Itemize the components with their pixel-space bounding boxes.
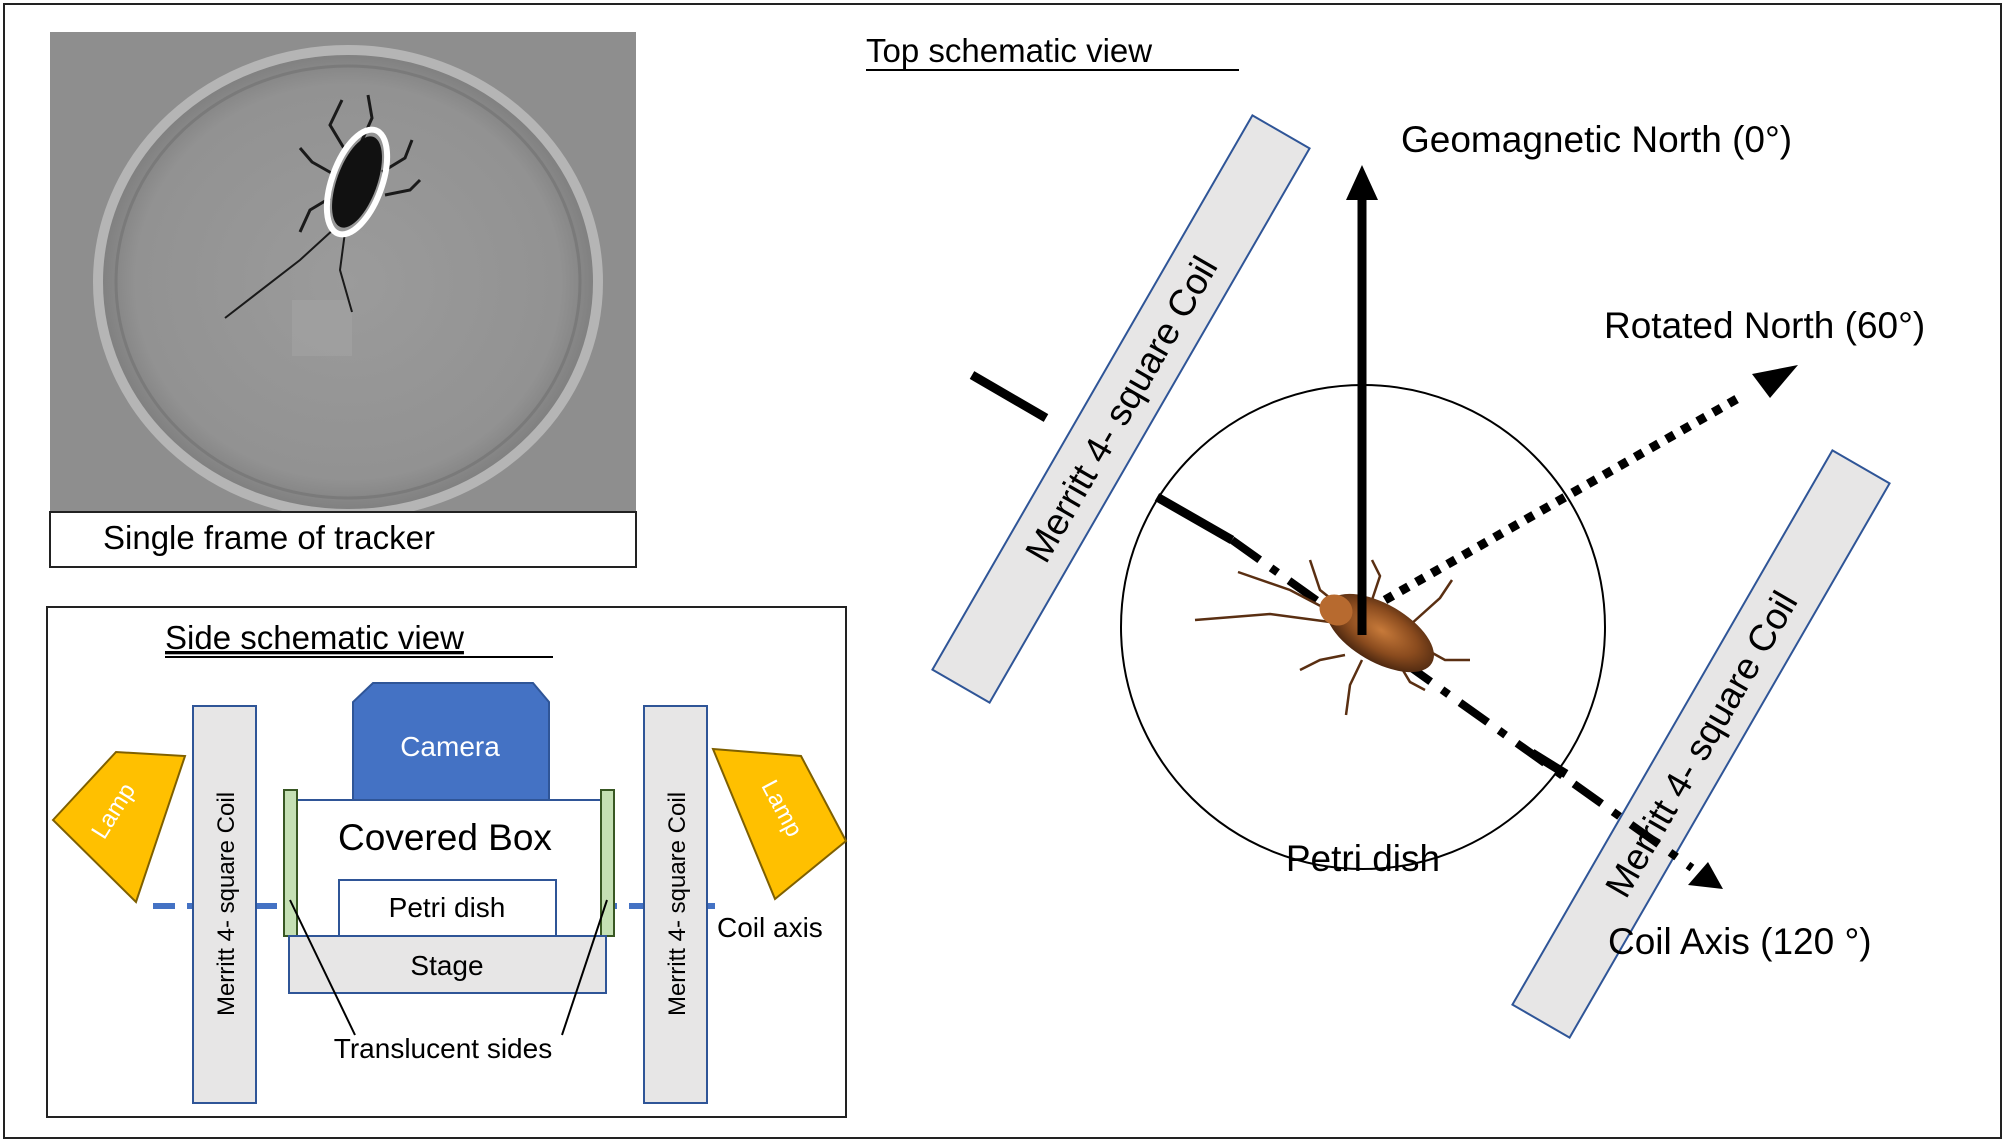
coil-axis-label: Coil Axis (120 °)	[1608, 921, 1872, 962]
side-coil-left-label: Merritt 4- square Coil	[213, 792, 240, 1016]
translucent-side-right	[600, 789, 615, 937]
cockroach-head	[1319, 594, 1353, 626]
petri-dish-photo-inner-rim	[114, 64, 582, 500]
tracked-cockroach-body	[332, 136, 382, 228]
side-coil-left	[192, 705, 257, 1104]
lamp-right	[711, 747, 848, 901]
stage-label: Stage	[410, 950, 483, 981]
geomagnetic-north-arrowhead	[1346, 165, 1378, 200]
photo-caption-box	[49, 511, 637, 568]
coil-axis-arrowhead	[1688, 862, 1723, 889]
side-petri-dish-label: Petri dish	[389, 892, 506, 923]
cockroach-top	[1194, 559, 1470, 716]
side-view-panel: Side schematic view Lamp Lamp Merritt 4-…	[46, 606, 848, 1118]
coil-axis-mark-1	[969, 371, 1049, 422]
top-view-title: Top schematic view	[866, 32, 1152, 69]
coil-axis-mark-2	[1154, 493, 1235, 544]
side-view-title: Side schematic view	[165, 619, 464, 656]
photo-shadow-patch	[292, 300, 352, 356]
tracked-cockroach-photo	[224, 94, 422, 319]
cockroach-body	[1326, 593, 1434, 673]
side-coil-right-label: Merritt 4- square Coil	[664, 792, 691, 1016]
covered-box-label: Covered Box	[338, 817, 552, 858]
rotated-north-label: Rotated North (60°)	[1604, 305, 1925, 346]
translucent-pointer-left	[289, 899, 356, 1036]
top-petri-dish-label: Petri dish	[1286, 838, 1440, 879]
stage	[288, 935, 607, 994]
coil-axis-tick	[1529, 749, 1569, 778]
side-coil-right	[643, 705, 708, 1104]
tracker-ellipse	[323, 126, 391, 238]
translucent-sides-label: Translucent sides	[334, 1033, 552, 1064]
photo-caption: Single frame of tracker	[103, 519, 435, 556]
translucent-side-left	[283, 789, 298, 937]
tracker-photo-panel: Single frame of tracker	[49, 32, 637, 568]
side-coil-axis-label: Coil axis	[717, 912, 823, 943]
lamp-left	[51, 750, 187, 904]
coil-axis-dashdot	[1229, 536, 1695, 872]
rotated-north-arrow	[1382, 392, 1745, 604]
geomagnetic-north-label: Geomagnetic North (0°)	[1401, 119, 1792, 160]
side-petri-dish	[338, 879, 557, 937]
camera-label: Camera	[400, 731, 500, 762]
petri-dish-photo-rim	[93, 45, 603, 519]
translucent-pointer-right	[561, 899, 608, 1036]
rotated-north-arrowhead	[1752, 365, 1798, 398]
